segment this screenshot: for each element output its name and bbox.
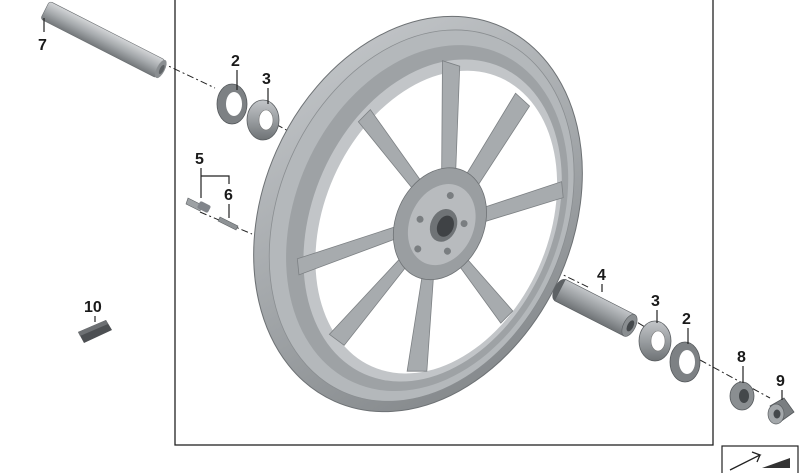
- distance-sleeve: [552, 278, 638, 337]
- callout-bearing-left: 3: [262, 71, 271, 88]
- bearing-left: [246, 99, 280, 141]
- callout-bearing-right: 3: [651, 293, 660, 310]
- valve-assembly: [185, 197, 211, 213]
- callout-spacer-ring-left: 2: [231, 53, 240, 70]
- callout-spacer-ring-right: 2: [682, 311, 691, 328]
- spacer-ring-right: [669, 341, 701, 383]
- wheel: [253, 15, 583, 413]
- axle-nut: [767, 397, 795, 425]
- callout-balance-weight: 10: [84, 299, 102, 316]
- axle: [41, 1, 167, 79]
- callout-axle-nut: 9: [776, 373, 785, 390]
- callout-washer: 8: [737, 349, 746, 366]
- spacer-ring-left: [216, 83, 248, 125]
- valve-insert: [217, 216, 239, 231]
- callout-axle: 7: [38, 37, 47, 54]
- corner-symbol: [721, 445, 799, 473]
- callout-distance-sleeve: 4: [597, 267, 606, 284]
- bearing-right: [638, 320, 672, 362]
- washer: [729, 381, 755, 411]
- leader-valve: [200, 168, 230, 198]
- assembly-frame: [174, 0, 714, 446]
- callout-valve-insert: 6: [224, 187, 233, 204]
- balance-weight: [78, 320, 112, 343]
- callout-valve-assembly: 5: [195, 151, 204, 168]
- valve-axis-line: [199, 211, 253, 235]
